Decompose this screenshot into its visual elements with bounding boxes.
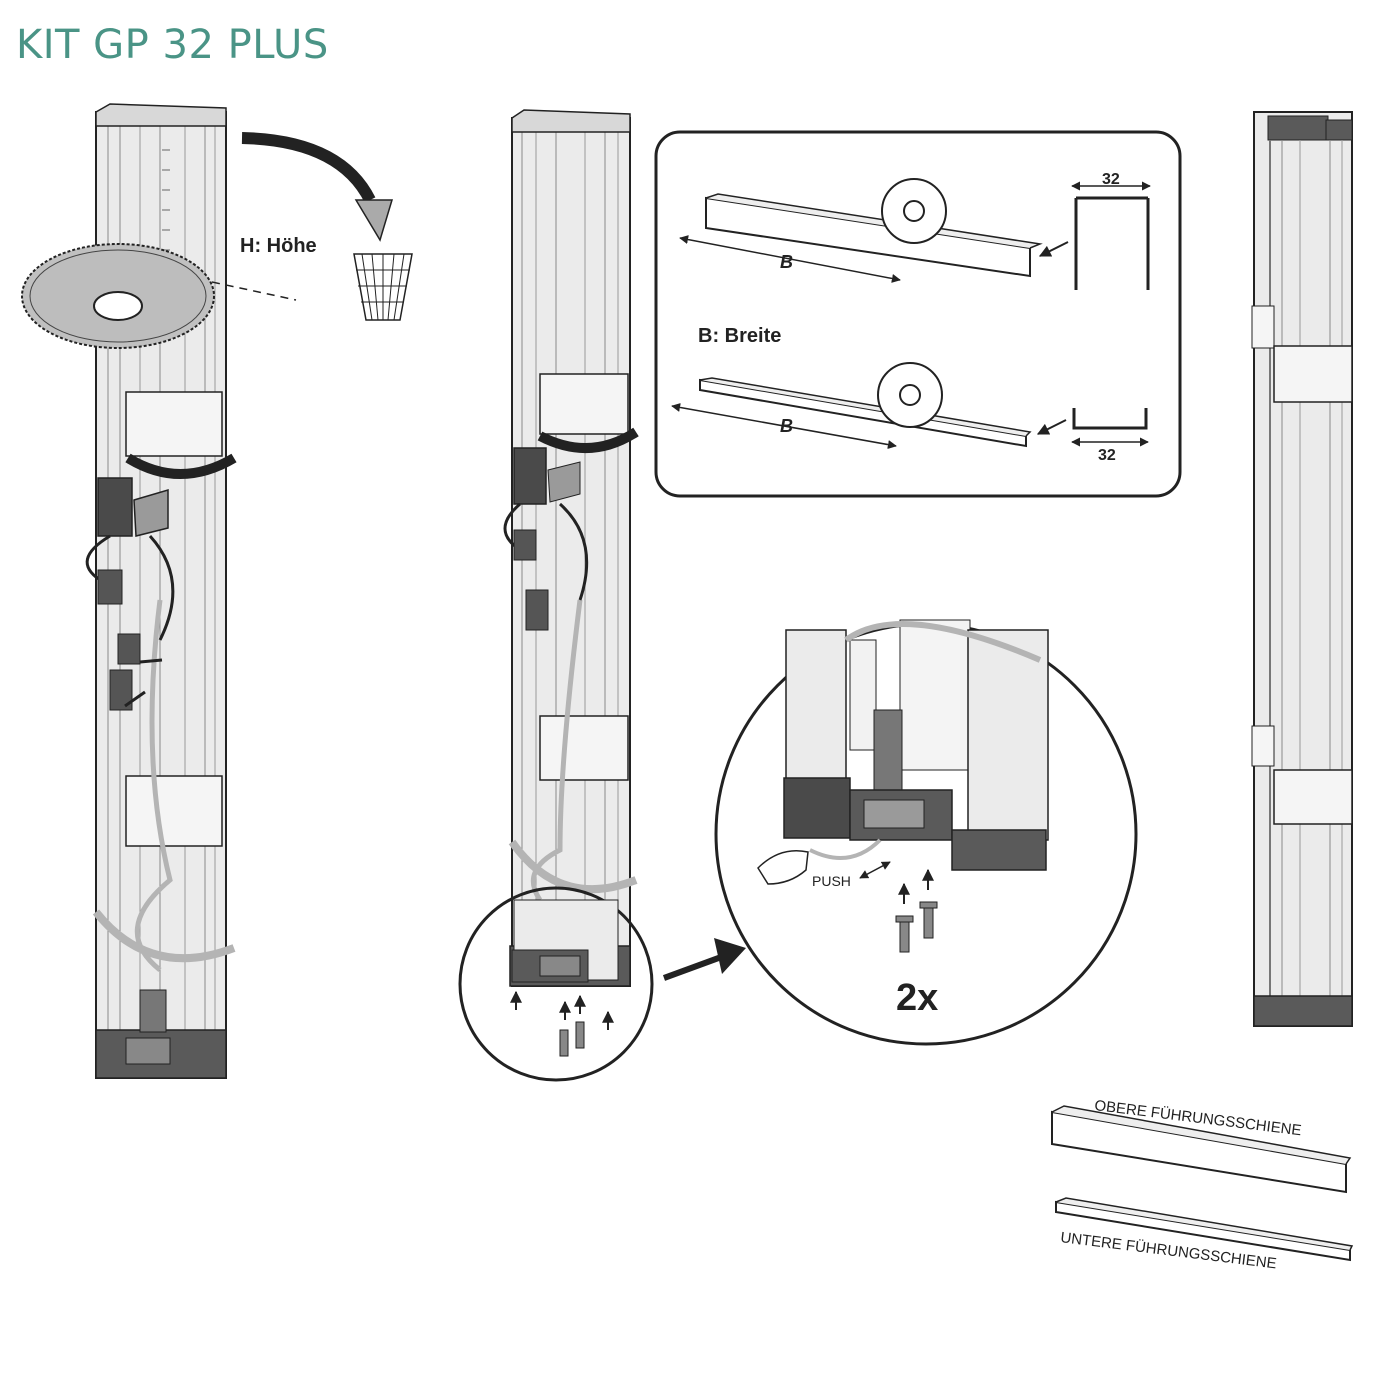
ruler-ticks xyxy=(162,149,170,251)
pointer-arrow xyxy=(662,953,726,981)
screw-icon xyxy=(559,1021,585,1057)
width-caption: B: Breite xyxy=(698,325,781,347)
profile-middle xyxy=(503,109,639,987)
height-label: H: Höhe xyxy=(240,235,317,257)
cut-line xyxy=(211,281,297,301)
curved-arrow-icon xyxy=(241,132,376,203)
width-inset-panel: B 32 B: Breite B 32 xyxy=(654,130,1182,498)
lower-rail xyxy=(1055,1197,1354,1262)
width-symbol-bottom: B xyxy=(780,416,793,436)
screw-icon xyxy=(895,901,938,953)
arrow-up-icon xyxy=(510,990,614,1030)
arrow-up-icon xyxy=(898,868,934,904)
dim-bottom-label: 32 xyxy=(1098,447,1116,464)
waste-basket-icon xyxy=(353,253,413,321)
saw-blade-icon xyxy=(21,243,215,349)
detail-circle-large: PUSH 2x xyxy=(714,619,1138,1046)
hand-push-icon xyxy=(757,850,809,885)
push-label: PUSH xyxy=(812,873,851,889)
profile-right xyxy=(1251,111,1353,1027)
page-title: KIT GP 32 PLUS xyxy=(16,22,329,68)
dim-top-label: 32 xyxy=(1102,171,1120,188)
detail-circle-small xyxy=(458,886,654,1082)
quantity-label: 2x xyxy=(896,977,938,1019)
width-symbol-top: B xyxy=(780,252,793,272)
upper-rail xyxy=(1051,1105,1352,1194)
